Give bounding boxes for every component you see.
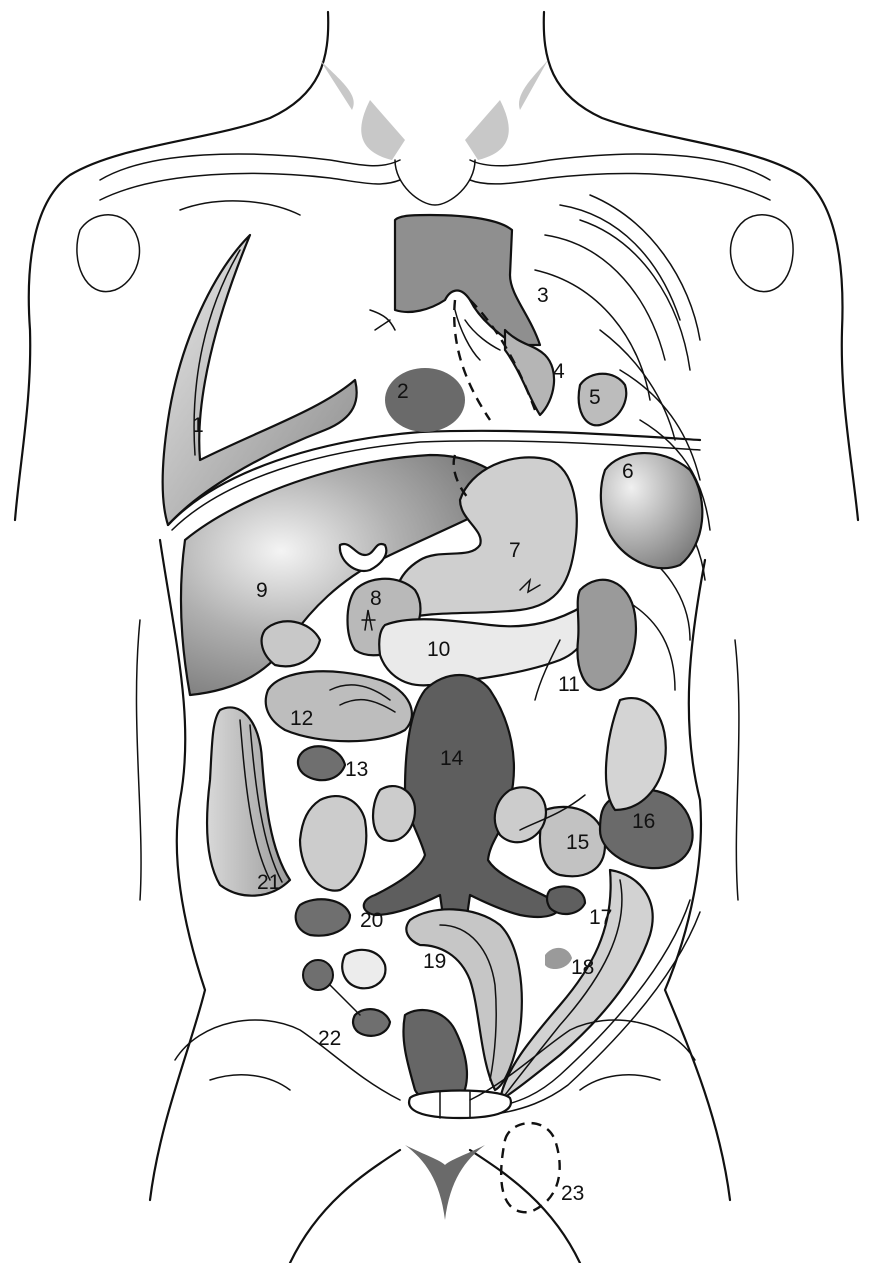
- label-13: 13: [345, 758, 368, 781]
- label-12: 12: [290, 707, 313, 730]
- label-14: 14: [440, 747, 464, 770]
- label-19: 19: [423, 950, 446, 973]
- duodenum-structure-12: [266, 671, 412, 741]
- label-20: 20: [360, 909, 383, 932]
- left-kidney: [577, 580, 635, 690]
- structure-17: [547, 886, 585, 914]
- label-2: 2: [397, 380, 409, 403]
- structure-23: [501, 1123, 560, 1212]
- ascending-colon: [207, 707, 290, 895]
- label-6: 6: [622, 460, 634, 483]
- label-5: 5: [589, 386, 601, 409]
- label-8: 8: [370, 587, 382, 610]
- label-16: 16: [632, 810, 655, 833]
- rectum: [403, 1010, 467, 1102]
- structure-22: [303, 950, 390, 1036]
- structure-5: [579, 374, 627, 426]
- label-17: 17: [589, 906, 612, 929]
- label-1: 1: [192, 414, 204, 437]
- label-15: 15: [566, 831, 589, 854]
- label-4: 4: [553, 360, 565, 383]
- structure-18: [545, 948, 572, 969]
- label-7: 7: [509, 539, 521, 562]
- groin-v: [405, 1145, 485, 1220]
- label-23: 23: [561, 1182, 584, 1205]
- pubic-bone: [409, 1091, 511, 1119]
- label-22: 22: [318, 1027, 341, 1050]
- label-10: 10: [427, 638, 450, 661]
- spleen: [601, 453, 702, 568]
- label-21: 21: [257, 871, 280, 894]
- label-18: 18: [571, 956, 594, 979]
- label-3: 3: [537, 284, 549, 307]
- label-9: 9: [256, 579, 268, 602]
- label-11: 11: [558, 673, 580, 696]
- structure-20: [296, 899, 350, 935]
